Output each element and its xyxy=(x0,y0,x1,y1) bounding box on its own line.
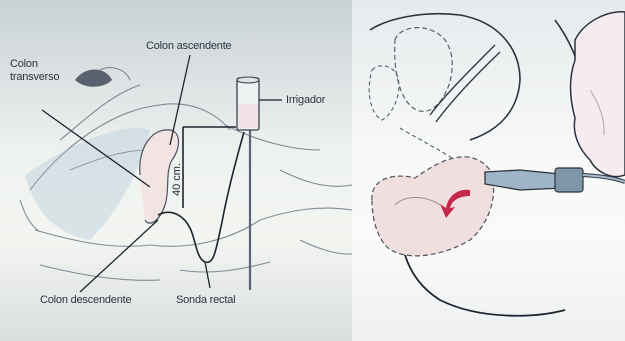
label-colon-transverso-line1: Colon xyxy=(10,58,38,70)
label-colon-ascendente: Colon ascendente xyxy=(146,40,231,53)
sheet-shading xyxy=(25,128,150,240)
label-distance: 40 cm. xyxy=(171,163,183,196)
label-sonda-rectal: Sonda rectal xyxy=(176,294,235,307)
label-colon-descendente: Colon descendente xyxy=(40,294,131,307)
hair-shape xyxy=(75,70,112,87)
label-colon-transverso-line2: transverso xyxy=(10,71,59,83)
label-irrigador: Irrigador xyxy=(286,94,325,107)
label-colon-transverso: Colon transverso xyxy=(10,58,59,83)
irrigator-stand xyxy=(237,77,259,290)
